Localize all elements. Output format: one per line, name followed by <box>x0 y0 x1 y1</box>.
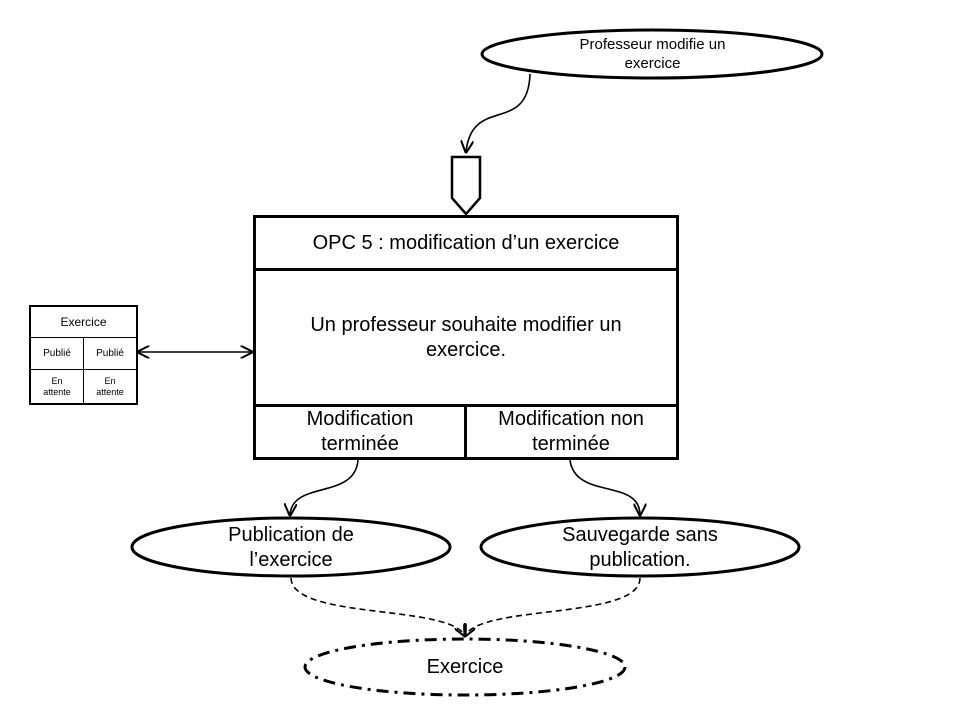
outcome-right-label: Modification non terminée <box>476 404 666 460</box>
result-right-label: Sauvegarde sans publication. <box>540 520 740 576</box>
final-state-ellipse <box>303 637 627 697</box>
trigger-symbol <box>450 155 482 216</box>
final-state-text: Exercice <box>426 655 504 678</box>
resource-cell-text: Publié <box>43 348 71 359</box>
outcome-left-text: Modification terminée <box>306 408 414 455</box>
resource-table: Exercice Publié Publié En attente En att… <box>29 305 138 405</box>
result-left-ellipse <box>130 516 452 578</box>
result-left-dashed-arrow <box>290 577 465 636</box>
result-right-text: Sauvegarde sans publication. <box>562 524 718 571</box>
resource-cell-text: En attente <box>43 375 71 397</box>
outcome-left-label: Modification terminée <box>270 404 450 460</box>
start-arrow <box>466 73 531 152</box>
resource-table-header: Exercice <box>31 307 136 338</box>
result-right-dashed-arrow <box>465 577 641 636</box>
start-event-ellipse <box>480 28 824 80</box>
outcome-left-box <box>253 404 467 460</box>
operation-title: OPC 5 : modification d’un exercice <box>256 218 676 268</box>
operation-title-box <box>253 215 679 271</box>
outcome-right-arrow <box>569 459 640 515</box>
resource-table-cell-r1c2: Publié <box>84 338 136 370</box>
outcome-right-text: Modification non terminée <box>498 408 644 455</box>
resource-table-header-text: Exercice <box>60 315 107 329</box>
result-left-label: Publication de l’exercice <box>200 520 382 576</box>
resource-table-cell-r2c1: En attente <box>31 370 84 403</box>
resource-table-cell-r2c2: En attente <box>84 370 136 403</box>
final-state-label: Exercice <box>385 650 545 684</box>
result-left-text: Publication de l’exercice <box>228 524 354 571</box>
operation-title-text: OPC 5 : modification d’un exercice <box>312 231 620 254</box>
outcome-left-arrow <box>290 459 359 515</box>
start-event-label: Professeur modifie un exercice <box>550 32 755 78</box>
resource-cell-text: Publié <box>96 348 124 359</box>
resource-table-cell-r1c1: Publié <box>31 338 84 370</box>
operation-description-text: Un professeur souhaite modifier un exerc… <box>310 314 622 361</box>
outcome-right-box <box>464 404 679 460</box>
result-right-ellipse <box>479 516 801 578</box>
resource-cell-text: En attente <box>96 375 124 397</box>
operation-description: Un professeur souhaite modifier un exerc… <box>276 298 656 378</box>
start-event-text: Professeur modifie un exercice <box>579 36 726 72</box>
